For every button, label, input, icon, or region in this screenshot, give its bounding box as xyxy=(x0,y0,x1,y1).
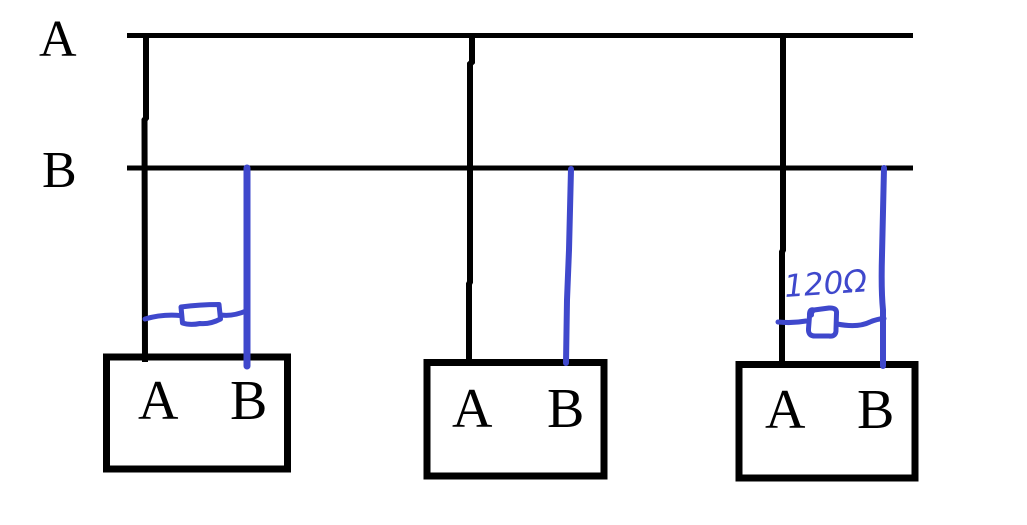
bus-a-label: A xyxy=(39,11,77,68)
resistor1-right-lead xyxy=(218,308,249,318)
device2-terminal-a-label: A xyxy=(452,378,493,440)
resistor1-left-lead xyxy=(142,312,183,322)
termination-resistor-3 xyxy=(775,305,887,339)
resistor3-right-lead xyxy=(834,316,887,329)
device3-b-drop-wire xyxy=(878,165,887,369)
device2-b-drop-wire xyxy=(563,166,574,366)
termination-resistor-1 xyxy=(142,302,249,327)
device3-box xyxy=(735,361,919,482)
device1-terminal-a-label: A xyxy=(138,370,179,432)
device2-terminal-b-label: B xyxy=(547,378,584,440)
device2-a-drop-wire xyxy=(466,36,475,366)
device1-box xyxy=(103,353,291,473)
device1-terminal-b-label: B xyxy=(230,370,267,432)
bus-b-label: B xyxy=(42,142,77,199)
resistor3-body xyxy=(805,305,840,339)
device2-box xyxy=(423,359,608,480)
resistor-value-label: 120Ω xyxy=(783,263,868,305)
device3-a-drop-wire xyxy=(779,36,786,367)
resistor3-left-lead xyxy=(775,318,809,326)
resistor1-body xyxy=(178,302,223,327)
device1-a-drop-wire xyxy=(141,36,149,363)
device3-terminal-a-label: A xyxy=(765,379,806,441)
device3-terminal-b-label: B xyxy=(857,379,894,441)
